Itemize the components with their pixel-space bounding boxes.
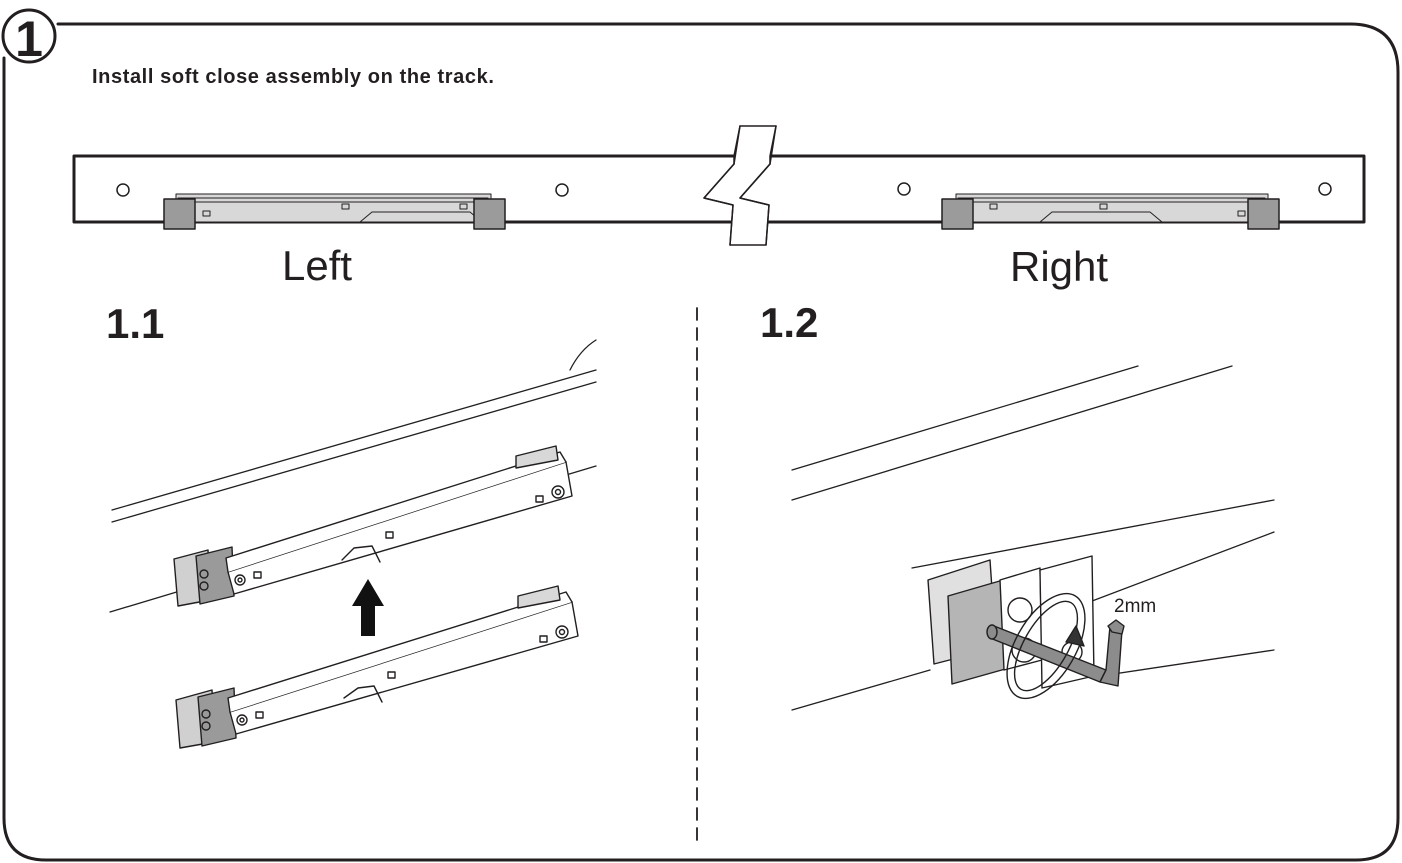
step-frame <box>2 22 1400 862</box>
screw-hole-icon <box>116 183 130 197</box>
damper-clip <box>473 198 506 230</box>
substep-label-1-1: 1.1 <box>106 300 165 347</box>
damper-end-closeup <box>927 555 1095 689</box>
hex-key-icon <box>986 619 1125 687</box>
instruction-text: Install soft close assembly on the track… <box>92 66 495 88</box>
track-break-edge <box>739 125 777 246</box>
screw-hole-icon <box>1318 182 1332 196</box>
damper-clip <box>163 198 196 230</box>
damper-separate <box>175 585 579 749</box>
substep-label-1-2: 1.2 <box>760 299 819 346</box>
track-right <box>736 154 1366 230</box>
right-track-label: Right <box>1010 243 1109 290</box>
step-number-circle <box>1 8 57 64</box>
left-track-label: Left <box>282 242 353 289</box>
damper-left <box>175 193 492 223</box>
screw-hole-icon <box>897 182 911 196</box>
damper-clip <box>1247 198 1280 230</box>
damper-installed <box>173 445 573 607</box>
arrow-up-icon <box>352 579 384 636</box>
screw-hole-icon <box>555 183 569 197</box>
damper-clip <box>941 198 974 230</box>
damper-right <box>955 193 1269 223</box>
hex-key-size-label: 2mm <box>1114 596 1157 617</box>
rotate-clockwise-icon <box>1006 592 1086 700</box>
track-break-edge <box>703 125 741 246</box>
step-number: 1 <box>15 11 43 67</box>
track-left <box>72 154 736 230</box>
